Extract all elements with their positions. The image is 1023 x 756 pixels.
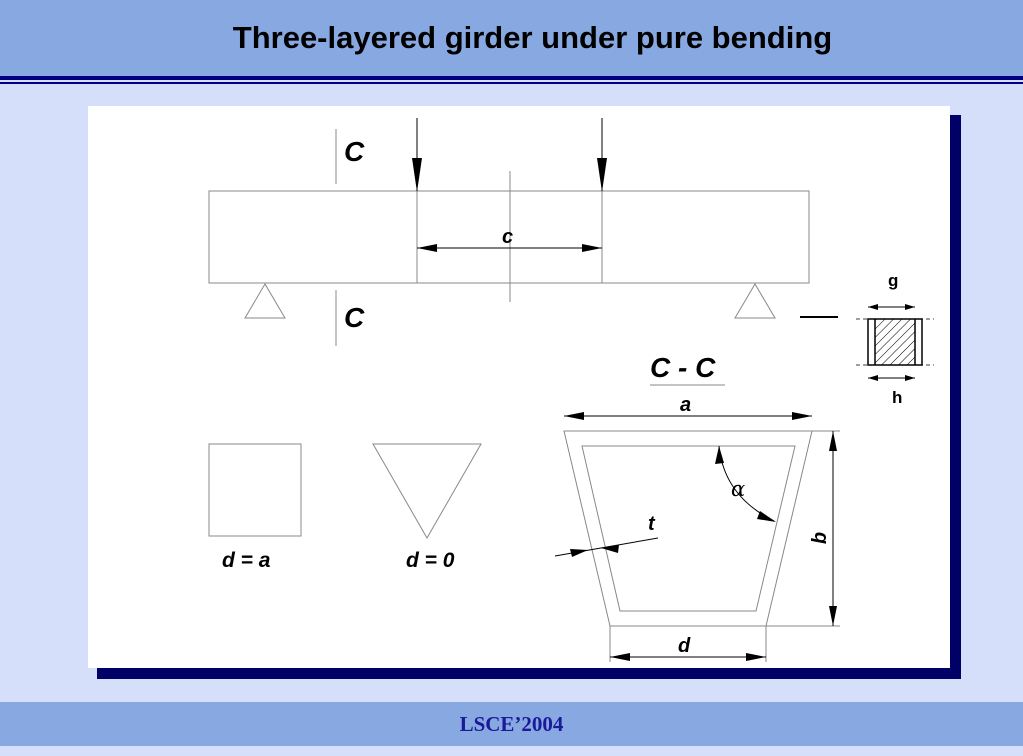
section-title: C - C [650,352,716,383]
footer-bar: LSCE’2004 [0,702,1023,746]
footer-text: LSCE’2004 [459,712,564,736]
supports [244,283,776,319]
trapezoid-section [563,430,840,627]
angle-alpha-label: α [731,477,745,501]
diagram-panel: C C c g h C - C d = a [88,106,950,668]
header-rule-thin [0,82,1023,84]
dimension-a-label: a [680,394,691,416]
layer-h-label: h [892,388,902,407]
section-cut-lines [335,129,511,346]
triangle-section [372,443,482,540]
dimension-t-label: t [648,513,656,535]
page-title: Three-layered girder under pure bending [232,20,833,55]
dimension-d [609,626,767,662]
layer-detail [800,304,934,381]
triangle-caption: d = 0 [406,549,455,572]
dimension-b [829,431,837,626]
angle-alpha [715,445,776,522]
dimension-t [554,537,659,557]
layer-g-label: g [888,271,898,290]
square-caption: d = a [222,549,271,572]
section-label-top: C [344,136,365,167]
header-bar: Three-layered girder under pure bending [0,0,1023,76]
section-label-bottom: C [344,302,365,333]
dimension-b-label: b [809,532,831,544]
girder-beam [208,190,810,284]
header-rule [0,76,1023,80]
square-section [208,443,302,537]
dimension-c [417,244,602,252]
load-arrows [412,118,607,192]
girder-diagram: C C c g h C - C d = a [208,118,934,662]
dimension-c-label: c [502,226,513,248]
dimension-d-label: d [678,635,691,657]
dimension-a [564,412,812,420]
